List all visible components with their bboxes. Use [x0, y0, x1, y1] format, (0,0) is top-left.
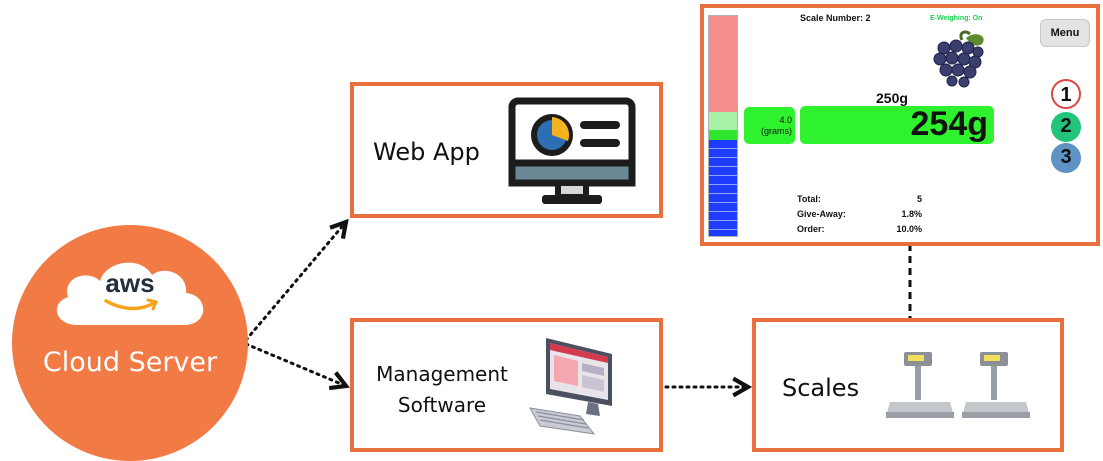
weight-reading: 254g — [910, 105, 989, 143]
stat-value: 5 — [916, 194, 922, 204]
grapes-icon — [933, 30, 984, 88]
weighing-scale-icon — [886, 352, 954, 418]
monitor-dashboard-icon — [508, 97, 636, 204]
stat-value: 1.8% — [901, 209, 922, 219]
tolerance-unit: (grams) — [761, 126, 792, 136]
stat-label: Total: — [797, 194, 821, 204]
stat-label: Order: — [797, 224, 825, 234]
tolerance-box: 4.0 (grams) — [744, 107, 795, 144]
cloud-server-node: aws Cloud Server — [12, 225, 248, 461]
weight-bar-over-zone — [709, 16, 737, 112]
menu-button[interactable]: Menu — [1040, 19, 1090, 47]
management-line-2: Software — [397, 393, 487, 417]
stat-give-away: Give-Away: 1.8% — [797, 209, 922, 223]
cloud-icon — [56, 262, 204, 325]
management-line-1: Management — [376, 362, 508, 386]
aws-logo-icon: aws — [105, 268, 155, 298]
tolerance-value: 4.0 — [779, 115, 792, 125]
target-weight: 250g — [876, 90, 908, 106]
arrow-cloud-to-webapp — [244, 222, 346, 342]
weight-display: 254g — [800, 105, 994, 144]
stat-value: 10.0% — [896, 224, 922, 234]
arrow-cloud-to-management — [244, 342, 346, 386]
weight-bar-fill — [709, 140, 737, 236]
web-app-label: Web App — [373, 138, 480, 166]
scale-number-label: Scale Number: 2 — [800, 13, 871, 23]
e-weighing-status: E-Weighing: On — [930, 15, 983, 22]
stat-total: Total: 5 — [797, 194, 922, 208]
stat-label: Give-Away: — [797, 209, 846, 219]
scales-box: Scales — [752, 318, 1064, 452]
weight-bar-green-zone — [709, 130, 737, 140]
aws-smile-icon — [104, 298, 159, 311]
weight-bar — [708, 15, 738, 237]
weighing-scale-icon — [962, 352, 1030, 418]
order-button-3[interactable]: 3 — [1051, 143, 1081, 173]
scales-label: Scales — [782, 374, 860, 402]
management-software-label: Management Software — [372, 359, 512, 421]
desktop-computer-icon — [529, 338, 612, 435]
order-button-1[interactable]: 1 — [1051, 79, 1081, 109]
weight-bar-ok-zone — [709, 112, 737, 130]
order-button-2[interactable]: 2 — [1051, 112, 1081, 142]
web-app-box: Web App — [350, 82, 663, 218]
management-software-box: Management Software — [350, 318, 663, 452]
cloud-server-label: Cloud Server — [42, 347, 218, 378]
stat-order: Order: 10.0% — [797, 224, 922, 238]
